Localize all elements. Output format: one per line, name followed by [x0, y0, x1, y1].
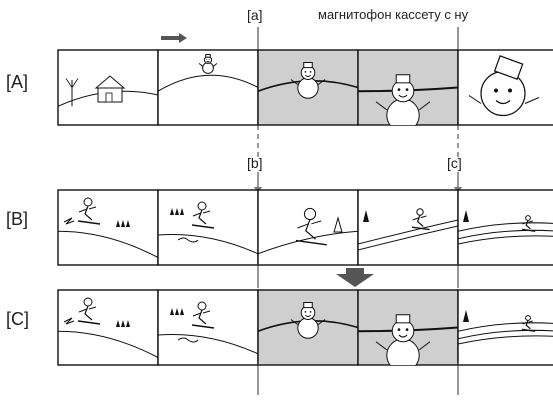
frame-a-3: [257, 49, 359, 126]
scene-skier-1: [58, 197, 158, 258]
scene-skier-1: [58, 297, 158, 358]
scene-snowman-small: [158, 54, 258, 92]
scene-snowman-face: [468, 55, 540, 117]
frame-b-4: [357, 189, 459, 266]
row-label-c: [C]: [6, 309, 29, 329]
frame-b-3: [257, 189, 359, 266]
scene-skier-3: [258, 207, 358, 255]
scene-snowman-medium: [258, 62, 358, 99]
film-strip-b: [57, 189, 553, 266]
frame-b-2: [157, 189, 259, 266]
row-label-b: [B]: [6, 209, 28, 229]
marker-label-b: [b]: [247, 155, 263, 171]
frame-c-5: [457, 289, 553, 366]
scene-snowman-large: [358, 314, 458, 365]
frame-c-4: [357, 289, 459, 366]
frame-a-1: [57, 49, 159, 126]
scene-snowman-large: [358, 74, 458, 125]
film-strip-a: [57, 49, 553, 126]
frame-a-2: [157, 49, 259, 126]
film-strip-c: [57, 289, 553, 366]
playback-direction-arrow-icon: [161, 33, 187, 43]
scene-house-winter: [58, 75, 158, 107]
frame-c-1: [57, 289, 159, 366]
marker-label-c: [c]: [447, 155, 462, 171]
scene-skier-4: [358, 208, 458, 251]
marker-label-a: [a]: [247, 7, 263, 23]
down-arrow-icon: [336, 268, 374, 287]
scene-snowman-medium: [258, 302, 358, 339]
scene-slope-tracks: [458, 310, 553, 345]
scene-skier-2: [158, 201, 258, 255]
scene-skier-2: [158, 301, 258, 355]
frame-a-5: [457, 49, 553, 126]
frame-c-3: [257, 289, 359, 366]
frame-b-5: [457, 189, 553, 266]
frame-a-4: [357, 49, 459, 126]
header-text: магнитофон кассету с ну: [318, 7, 469, 22]
row-label-a: [A]: [6, 72, 28, 92]
scene-slope-tracks: [458, 210, 553, 245]
frame-c-2: [157, 289, 259, 366]
frame-b-1: [57, 189, 159, 266]
